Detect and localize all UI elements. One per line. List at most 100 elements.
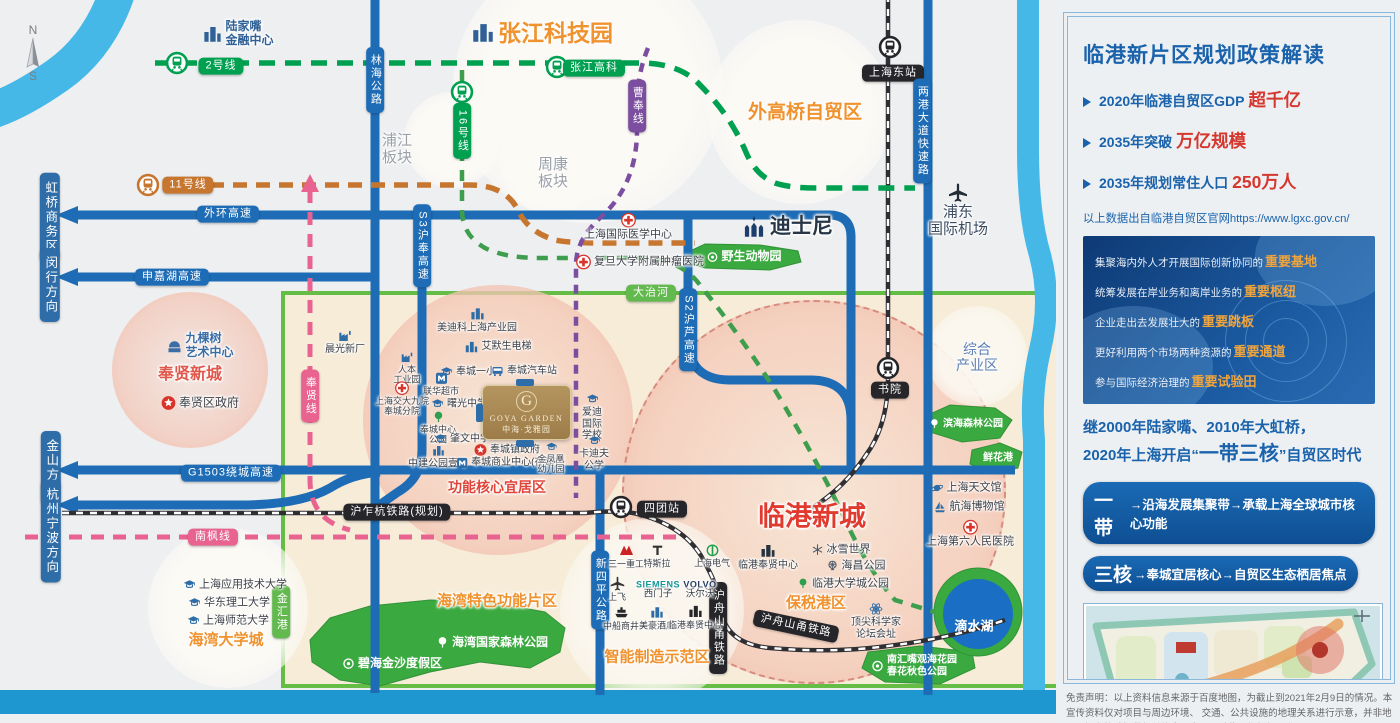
bullet-text: 2020年临港自贸区GDP [1099,93,1245,109]
bullet-scale: 2035年突破万亿规模 [1083,128,1375,153]
cores-pill-text: →奉城宜居核心→自贸区生态栖居焦点 [1134,568,1347,583]
cart-icon [434,372,447,385]
hongqiao-cbd-tag-label: 虹桥商务区 [43,180,58,254]
disney-label: 迪士尼 [770,214,833,238]
dazhihe-river-label: 大治河 [626,284,676,302]
train-icon [610,496,633,519]
jinfenghuang-kindergarten-label: 幼儿园 [537,464,565,475]
meihao-hotel: 美豪酒店 [639,605,675,630]
nanfeng-line-badge: 南枫线 [188,528,238,546]
comprehensive-industry-area-label: 产业区 [956,357,998,373]
waihuan-expwy-label-label: 外环高速 [204,207,252,220]
zhoukang-area: 周康板块 [538,156,568,191]
minhang-direction-tag-label: 闵行方向 [43,256,58,314]
role-highlight: 重要基地 [1265,254,1318,269]
panel-title: 临港新片区规划政策解读 [1083,44,1325,67]
lingang-fengxian-center-2: 临港奉贤中心 [668,604,722,630]
goya-garden-project-box: G GOYA GARDEN 中海·戈雅园 [482,385,571,440]
decor-ring [1245,300,1327,382]
ring-icon [342,657,355,670]
bldg-icon [687,604,702,619]
tree-icon [436,636,449,649]
dazhihe-river-label-label: 大治河 [633,286,669,299]
intl-medical-center: 上海国际医学中心 [584,213,672,242]
jinhuigang-label-label: 金汇港 [275,592,288,632]
linhai-road-label-label: 林海公路 [369,54,382,106]
sany-icon [618,543,633,558]
fengcheng-bus-station: 奉城汽车站 [491,365,557,378]
zhongjian-park-one: 中建公园壹号 [408,444,468,470]
nanfeng-line-badge-label: 南枫线 [195,530,231,543]
bullet-triangle-icon [1083,138,1091,148]
zone-circle-waigaoqiao [708,20,892,204]
history-paragraph: 继2000年陆家嘴、2010年大虹桥， 2020年上海开启“一带三核”自贸区时代 [1083,416,1375,470]
wildlife-park-label: 野生动物园 [706,249,782,264]
waigaoqiao-ftz-label: 外高桥自贸区 [747,102,863,124]
zhaowen-middle-school: 肇文中学 [434,433,490,446]
metro-line-11 [210,182,695,246]
huangpu-river [0,0,134,128]
bldg-icon [202,24,222,44]
haiwan-special-zone: 海湾特色功能片区 [437,592,557,609]
line11-badge: 11号线 [162,176,214,194]
tesla-icon [650,543,664,557]
fengxian-line-badge: 奉贤线 [301,369,319,423]
siemens-sub-label: 西门子 [643,588,673,600]
core-livable-zone-label: 功能核心宜居区 [448,479,546,495]
fengcheng-primary-school-label: 奉城一小 [456,366,496,378]
zone-circle-pujiang [404,92,500,188]
lianhua-supermarket: 联华超市 [423,372,459,396]
shanghai-electric: 上海电气 [694,544,730,568]
lingang-university-park: 临港大学城公园 [797,578,889,591]
plane-icon [948,182,968,202]
role-line: 集聚海内外人才开展国际创新协同的重要基地 [1095,251,1363,270]
line2-badge: 2号线 [198,57,244,75]
bus-icon [491,365,504,378]
role-text: 参与国际经济治理的 [1095,377,1190,389]
lianhua-supermarket-label: 联华超市 [422,385,460,396]
bullet-triangle-icon [1083,179,1091,189]
bonded-port-area: 保税港区 [786,594,846,611]
fudan-cancer-hospital-label: 复旦大学附属肿瘤医院 [594,255,704,268]
belt-pill-title: 一带 [1094,491,1114,540]
ice-world-label: 冰雪世界 [826,543,871,556]
snow-icon [812,544,824,556]
huzhahang-railway-label: 沪乍杭铁路(规划) [343,503,451,521]
cap-icon [431,398,444,411]
minhang-direction-tag: 闵行方向 [39,248,61,322]
emerson-elevator-label: 艾默生电梯 [481,341,532,353]
meidike-industry-park: 美迪科上海产业园 [437,306,517,334]
compass-north-label: N [28,23,38,37]
train-icon [877,357,900,380]
comac-shangfei: 上飞 [608,576,626,602]
top-scientists-forum: 顶尖科学家论坛会址 [851,602,901,640]
fengcheng-biz-center-label: 奉城商业中心(在建) [471,457,558,469]
line2-badge-label: 2号线 [205,59,237,72]
ecust-university-label: 华东理工大学 [204,596,270,609]
aidi-intl-school: 爱迪国际学校 [582,393,602,442]
jiuyuan-hospital-branch: 上海交大九院奉城分院 [375,381,429,417]
situan-badge: 四团站 [637,500,687,518]
lingang-university-park-label: 临港大学城公园 [812,577,889,590]
nanhuizui-park-label: 南汇嘴观海花园春花秋色公园 [871,655,957,678]
ring-icon [706,251,718,263]
role-highlight: 重要跳板 [1202,314,1255,329]
fengxian-newtown: 奉贤新城 [158,366,222,384]
lianggang-avenue-label-label: 两港大道快速路 [916,85,929,177]
siemens-label: SIEMENS [635,579,681,590]
cross-icon [395,381,409,395]
fengcheng-town-gov: 奉城镇政府 [474,444,540,457]
train-icon [137,174,160,197]
cap-icon [588,435,601,448]
lingang-newtown-label-label: 临港新城 [758,501,866,532]
shnu-university: 上海师范大学 [187,615,269,628]
role-highlight: 重要通道 [1233,344,1286,359]
xinsiping-road-label-label: 新四平公路 [594,557,607,623]
comprehensive-industry-area-label: 综合 [963,340,991,357]
compass-south-label: S [28,69,37,83]
role-line: 参与国际经济治理的重要试验田 [1095,371,1363,390]
nanhuizui-park-label-label: 春花秋色公园 [887,666,947,677]
comac-shangfei-label: 上飞 [607,591,627,602]
